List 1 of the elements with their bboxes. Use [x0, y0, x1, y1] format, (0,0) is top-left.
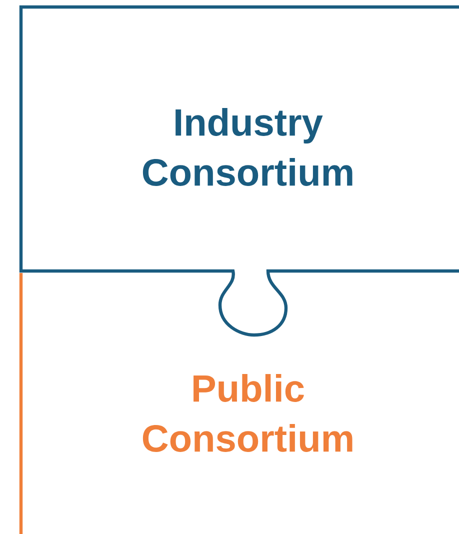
puzzle-piece: Industry Consortium [19, 5, 459, 337]
